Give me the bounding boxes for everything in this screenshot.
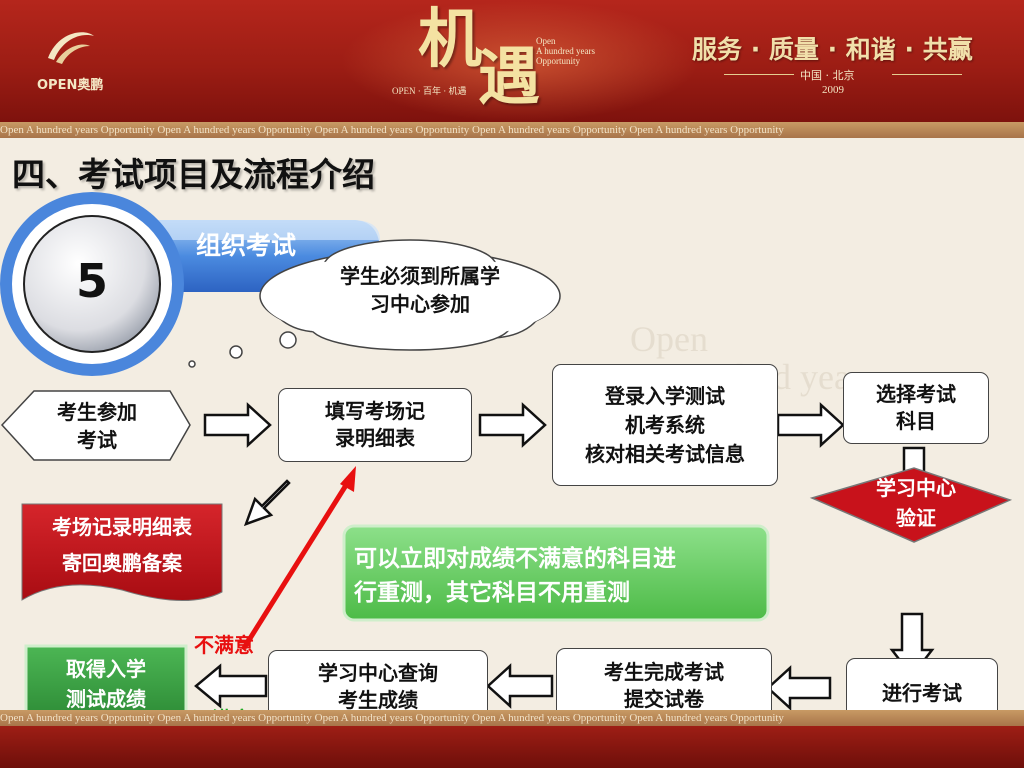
retest-note-line-1: 可以立即对成绩不满意的科目进 xyxy=(354,545,676,572)
watermark: Open xyxy=(630,319,708,359)
footer-bar xyxy=(0,726,1024,768)
unsatisfied-arrow xyxy=(241,466,356,650)
node-choose-subject: 选择考试 科目 xyxy=(843,372,989,444)
header-year: 2009 xyxy=(822,84,844,96)
header-glow xyxy=(340,0,700,122)
logo-text: OPEN奥鹏 xyxy=(37,78,104,93)
node-verify-shape xyxy=(809,467,1013,543)
verify-label-1: 学习中心 xyxy=(876,476,956,500)
result-label-2: 测试成绩 xyxy=(66,687,146,711)
retest-note-line-2: 行重测，其它科目不用重测 xyxy=(353,579,630,606)
arrow-left-1 xyxy=(766,665,832,711)
verify-label-2: 验证 xyxy=(896,506,936,530)
header-location: 中国 · 北京 xyxy=(800,69,855,82)
open-logo-icon xyxy=(48,32,94,64)
callout-text: 学生必须到所属学 习中心参加 xyxy=(340,264,500,316)
result-label-1: 取得入学 xyxy=(66,657,146,681)
label-unsatisfied: 不满意 xyxy=(194,633,254,657)
arrow-right-1 xyxy=(203,402,272,448)
step-banner xyxy=(0,192,380,376)
arrow-diagonal-down xyxy=(243,479,291,527)
step-label: 组织考试 xyxy=(196,231,297,260)
bottom-text-band: Open A hundred years Opportunity Open A … xyxy=(0,710,1024,726)
location-rule-left xyxy=(724,74,794,75)
step-number: 5 xyxy=(75,254,108,308)
location-rule-right xyxy=(892,74,962,75)
node-fill-record: 填写考场记 录明细表 xyxy=(278,388,472,462)
arrow-right-2 xyxy=(478,402,547,448)
node-attend-exam: 考生参加 考试 xyxy=(57,400,137,452)
header-tagline: OPEN · 百年 · 机遇 xyxy=(392,86,467,96)
opportunity-lines: Open A hundred years Opportunity xyxy=(536,36,595,66)
arrow-right-3 xyxy=(776,402,845,448)
arrow-left-3 xyxy=(194,663,268,709)
header-slogan: 服务 · 质量 · 和谐 · 共赢 xyxy=(692,35,973,64)
arrow-left-2 xyxy=(486,663,554,709)
top-text-band: Open A hundred years Opportunity Open A … xyxy=(0,122,1024,138)
callout-cloud xyxy=(188,239,561,368)
calligraphy-ji: 机 xyxy=(418,2,482,77)
mail-label-2: 寄回奥鹏备案 xyxy=(62,551,183,575)
node-retest-note-shape xyxy=(342,524,770,622)
mail-label-1: 考场记录明细表 xyxy=(52,515,193,539)
calligraphy-yu: 遇 xyxy=(478,40,541,113)
page-title: 四、考试项目及流程介绍 xyxy=(12,155,375,194)
node-login-system: 登录入学测试 机考系统 核对相关考试信息 xyxy=(552,364,778,486)
node-start-shape xyxy=(0,390,191,461)
node-mail-shape xyxy=(21,503,223,602)
